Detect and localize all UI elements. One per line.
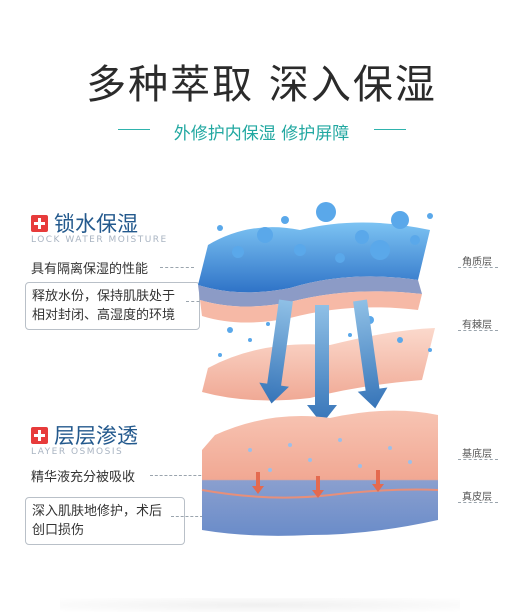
page-title: 多种萃取 深入保湿 bbox=[86, 62, 437, 108]
label-underline bbox=[458, 330, 498, 331]
label-basal-layer: 基底层 bbox=[462, 449, 492, 460]
subtitle-row: 外修护内保湿 修护屏障 bbox=[0, 119, 523, 144]
penetration-arrows bbox=[259, 299, 388, 424]
dermis-block bbox=[202, 410, 438, 536]
label-underline bbox=[458, 459, 498, 460]
skin-layers-illustration bbox=[198, 202, 439, 536]
stratum-corneum-pink bbox=[200, 291, 422, 323]
section-title-lock-water: 锁水保湿 bbox=[54, 212, 138, 236]
label-spinous-layer: 有棘层 bbox=[462, 320, 492, 331]
detail-line: 释放水份，保持肌肤处于 bbox=[32, 289, 176, 304]
layer-boundary bbox=[201, 488, 439, 499]
section-layer-osmosis-header: 层层渗透 bbox=[31, 420, 138, 450]
section-lock-water-header: 锁水保湿 bbox=[31, 208, 138, 238]
section-subtitle-layer-osmosis: LAYER OSMOSIS bbox=[31, 447, 124, 457]
red-cross-icon bbox=[31, 214, 48, 232]
detail-line: 相对封闭、高湿度的环境 bbox=[32, 308, 176, 323]
leader-line bbox=[160, 267, 194, 268]
label-underline bbox=[458, 267, 498, 268]
section-subtitle-lock-water: LOCK WATER MOISTURE bbox=[31, 235, 168, 245]
lock-water-description: 具有隔离保湿的性能 bbox=[31, 262, 149, 277]
block-dots bbox=[248, 438, 412, 472]
leader-line bbox=[171, 516, 203, 517]
label-stratum-corneum: 角质层 bbox=[462, 257, 492, 268]
divider-right bbox=[374, 129, 406, 130]
leader-line bbox=[186, 301, 210, 302]
red-cross-icon bbox=[31, 426, 48, 444]
page-subtitle: 外修护内保湿 修护屏障 bbox=[173, 124, 350, 144]
osmosis-description: 精华液充分被吸收 bbox=[31, 470, 136, 485]
osmosis-detail-box: 深入肌肤地修护，术后 创口损伤 bbox=[25, 497, 185, 545]
detail-line: 创口损伤 bbox=[32, 523, 85, 538]
detail-line: 深入肌肤地修护，术后 bbox=[32, 504, 163, 519]
footer-shadow bbox=[60, 598, 460, 612]
divider-left bbox=[118, 129, 150, 130]
water-layer bbox=[198, 222, 430, 307]
label-dermis: 真皮层 bbox=[462, 492, 492, 503]
label-underline bbox=[458, 502, 498, 503]
red-arrows bbox=[252, 470, 384, 498]
water-bubbles bbox=[217, 202, 433, 263]
section-title-layer-osmosis: 层层渗透 bbox=[54, 424, 138, 448]
lock-water-detail-box: 释放水份，保持肌肤处于 相对封闭、高湿度的环境 bbox=[25, 282, 200, 330]
leader-line bbox=[150, 475, 206, 476]
